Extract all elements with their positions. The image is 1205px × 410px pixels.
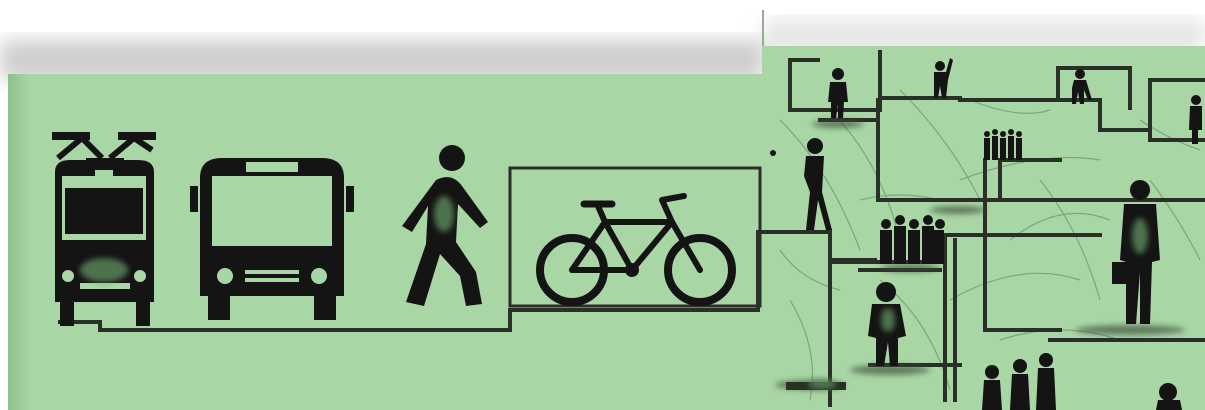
tram-icon: [52, 132, 156, 326]
dot-marker: [770, 150, 776, 156]
right-panel-shadow: [765, 20, 1205, 50]
bus-icon: [190, 158, 354, 320]
group-silhouette: [984, 129, 1022, 160]
